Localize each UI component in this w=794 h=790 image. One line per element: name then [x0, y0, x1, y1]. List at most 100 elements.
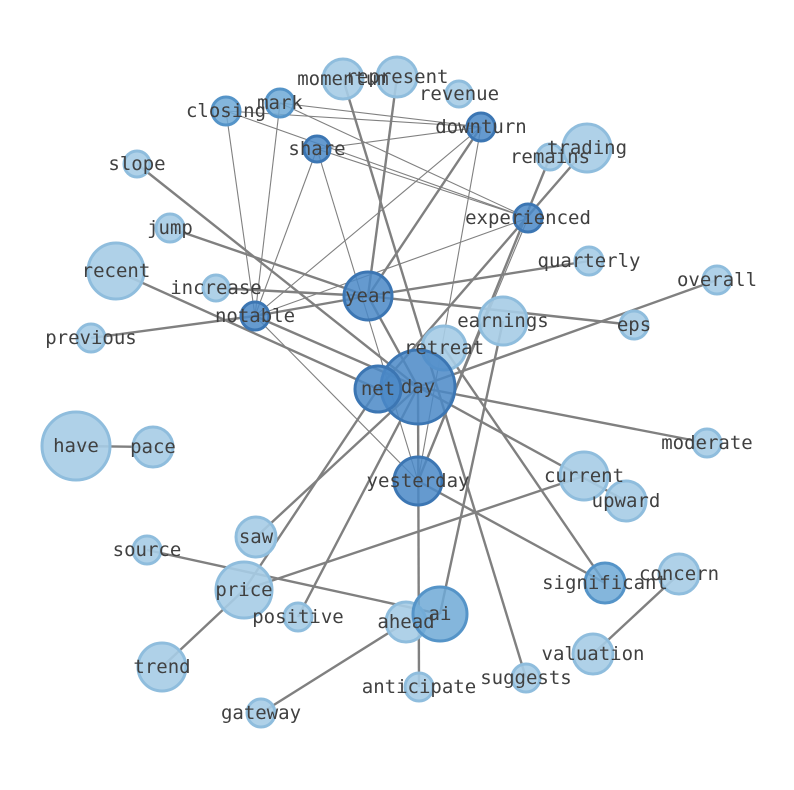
node-ai [411, 585, 469, 643]
node-circle-quarterly [573, 245, 605, 277]
node-circle-have [40, 410, 112, 482]
edge-source-ai [146, 548, 441, 616]
node-label-valuation: valuation [542, 643, 645, 665]
node-eps [618, 309, 650, 341]
edge-earnings-ai [438, 320, 505, 615]
node-positive [282, 601, 314, 633]
node-circle-significant [583, 561, 627, 605]
node-earnings [477, 295, 529, 347]
edge-share-notable [254, 148, 318, 317]
edge-slope-day [136, 163, 419, 388]
node-circle-recent [86, 241, 146, 301]
node-circle-pace [131, 425, 175, 469]
node-label-current: current [544, 465, 624, 487]
node-anticipate [403, 671, 435, 703]
edge-day-anticipate [416, 386, 421, 688]
node-circle-anticipate [403, 671, 435, 703]
edge-closing-notable [225, 110, 256, 317]
edge-net-trading [377, 147, 588, 390]
node-circle-share [302, 134, 332, 164]
node-circle-suggests [510, 662, 542, 694]
node-circle-source [131, 534, 163, 566]
node-have [40, 410, 112, 482]
node-circle-positive [282, 601, 314, 633]
node-trend [136, 641, 188, 693]
node-label-slope: slope [108, 153, 165, 175]
node-circle-price [214, 560, 274, 620]
edge-closing-downturn [225, 110, 482, 128]
node-label-quarterly: quarterly [538, 250, 641, 272]
node-circle-experienced [512, 202, 544, 234]
node-label-represent: represent [346, 66, 449, 88]
node-circle-concern [657, 552, 701, 596]
node-saw [234, 515, 278, 559]
node-circle-overall [701, 264, 733, 296]
node-label-retreat: retreat [404, 337, 484, 359]
node-circle-previous [75, 322, 107, 354]
edge-mark-downturn [279, 102, 482, 128]
node-label-day: day [401, 376, 435, 398]
node-label-eps: eps [617, 314, 651, 336]
edge-notable-yesterday [254, 315, 419, 482]
node-circle-notable [239, 300, 271, 332]
node-label-earnings: earnings [457, 310, 549, 332]
node-previous [75, 322, 107, 354]
node-remains [535, 142, 565, 172]
node-notable [239, 300, 271, 332]
node-label-concern: concern [639, 563, 719, 585]
node-circle-trading [561, 122, 613, 174]
node-label-experienced: experienced [465, 207, 591, 229]
edge-jump-year [169, 226, 369, 298]
node-circle-remains [535, 142, 565, 172]
node-momentum [321, 57, 365, 101]
node-label-previous: previous [45, 327, 137, 349]
node-trading [561, 122, 613, 174]
node-label-significant: significant [542, 572, 668, 594]
edge-price-current [243, 474, 585, 592]
node-revenue [444, 79, 474, 109]
node-moderate [691, 427, 723, 459]
node-label-jump: jump [147, 217, 193, 239]
node-downturn [465, 111, 497, 143]
node-circle-eps [618, 309, 650, 341]
node-circle-net [353, 364, 403, 414]
edge-previous-notable [90, 314, 256, 340]
node-circle-moderate [691, 427, 723, 459]
node-label-moderate: moderate [661, 432, 753, 454]
edge-year-represent [366, 76, 399, 297]
edge-share-downturn [316, 126, 482, 150]
node-label-closing: closing [186, 100, 266, 122]
node-label-gateway: gateway [221, 702, 301, 724]
node-closing [210, 95, 242, 127]
node-label-upward: upward [592, 490, 661, 512]
edge-downturn-notable [254, 126, 482, 317]
node-concern [657, 552, 701, 596]
node-experienced [512, 202, 544, 234]
node-circle-downturn [465, 111, 497, 143]
node-circle-trend [136, 641, 188, 693]
node-circle-gateway [245, 697, 277, 729]
node-represent [375, 55, 419, 99]
node-circle-jump [154, 212, 186, 244]
edge-day-moderate [417, 385, 708, 445]
edge-day-overall [417, 278, 718, 389]
edge-year-quarterly [367, 259, 590, 298]
nodes-layer: daynetyearyesterdaynotableexperienceddow… [40, 55, 757, 729]
node-label-source: source [113, 539, 182, 561]
node-overall [701, 264, 733, 296]
node-label-mark: mark [257, 92, 303, 114]
node-label-remains: remains [510, 146, 590, 168]
node-upward [604, 479, 648, 523]
node-yesterday [392, 455, 444, 507]
node-circle-ai [411, 585, 469, 643]
node-gateway [245, 697, 277, 729]
node-label-net: net [361, 378, 395, 400]
edge-net-price [243, 388, 379, 591]
node-label-revenue: revenue [419, 83, 499, 105]
edge-experienced-notable [254, 217, 529, 317]
node-circle-current [558, 450, 610, 502]
edge-mark-notable [254, 102, 281, 317]
edge-share-experienced [316, 148, 529, 219]
node-label-positive: positive [252, 606, 344, 628]
node-label-ahead: ahead [377, 611, 434, 633]
